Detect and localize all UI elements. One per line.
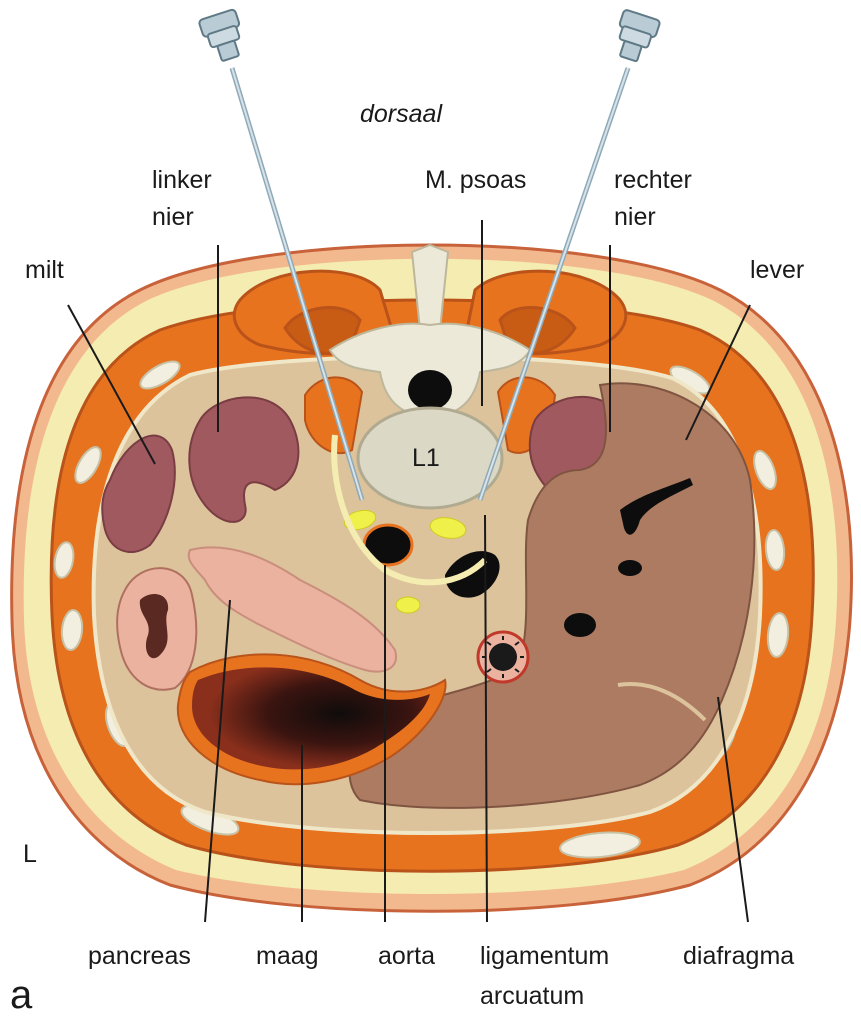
- label-psoas: M. psoas: [425, 166, 526, 194]
- label-liver: lever: [750, 256, 804, 284]
- label-diaphragm: diafragma: [683, 942, 794, 970]
- label-left-kidney-2: nier: [152, 203, 194, 231]
- label-left-kidney-1: linker: [152, 166, 212, 194]
- panel-letter: a: [10, 973, 33, 1016]
- label-orientation: dorsaal: [360, 100, 443, 128]
- label-ligament-1: ligamentum: [480, 942, 609, 970]
- bowel-lumen: [489, 643, 517, 671]
- label-vertebra: L1: [412, 444, 440, 472]
- label-spleen: milt: [25, 256, 64, 284]
- label-right-kidney-1: rechter: [614, 166, 692, 194]
- label-side-marker: L: [23, 840, 37, 868]
- label-ligament-2: arcuatum: [480, 982, 584, 1010]
- label-right-kidney-2: nier: [614, 203, 656, 231]
- label-pancreas: pancreas: [88, 942, 191, 970]
- label-stomach: maag: [256, 942, 319, 970]
- spinal-canal: [408, 370, 452, 410]
- label-aorta: aorta: [378, 942, 435, 970]
